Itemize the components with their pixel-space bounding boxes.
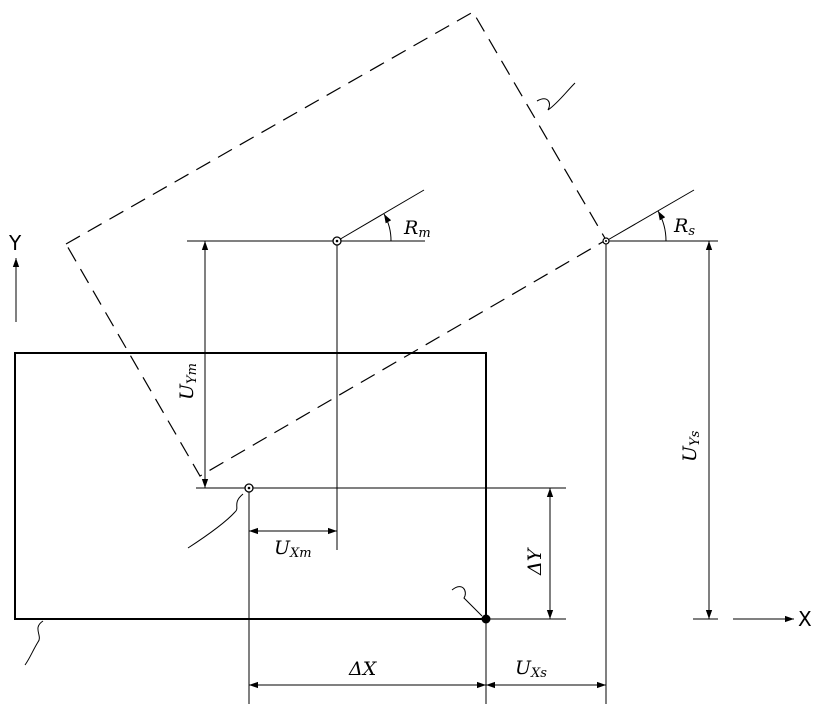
label-delta-y: ΔY: [524, 546, 546, 576]
label-u-ys: UYs: [679, 430, 703, 462]
point-s: [602, 237, 610, 245]
label-r-m: Rm: [403, 217, 431, 241]
label-u-xs: UXs: [515, 657, 547, 681]
label-u-xm: UXm: [274, 537, 312, 561]
label-u-ym: UYm: [176, 363, 200, 400]
point-m: [332, 236, 342, 246]
label-axis-x: X: [798, 607, 812, 631]
leader-pivot: [187, 493, 244, 549]
label-r-s: Rs: [673, 215, 695, 239]
angle-arc-s: [657, 210, 667, 242]
point-pivot: [244, 483, 254, 493]
leader-corner: [451, 586, 483, 617]
angle-arc-m: [383, 213, 392, 242]
leader-dashed-rect: [536, 82, 576, 111]
label-axis-y: Y: [8, 231, 22, 255]
rotation-line-m: [336, 189, 425, 242]
label-delta-x: ΔX: [348, 658, 378, 680]
fixed-rectangle: [14, 352, 487, 620]
rotation-line-s: [605, 189, 695, 242]
point-corner: [481, 614, 491, 624]
leader-fixed-rect: [24, 620, 44, 666]
